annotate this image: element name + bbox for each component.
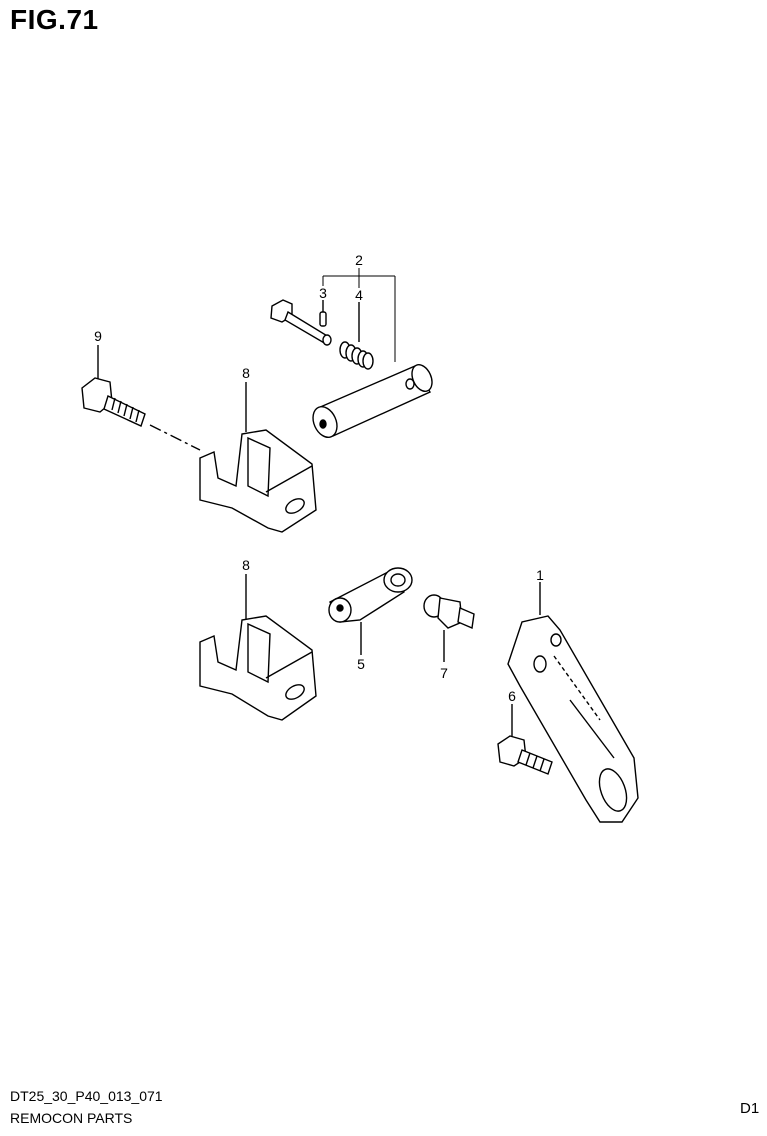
callout-7: 7 — [440, 665, 448, 681]
part-2-group-bracket — [322, 268, 396, 362]
part-5-link[interactable] — [328, 567, 413, 655]
callout-3: 3 — [319, 285, 327, 301]
part-7-ball-joint[interactable] — [423, 594, 475, 662]
callout-5: 5 — [357, 656, 365, 672]
figure-name: REMOCON PARTS — [10, 1110, 133, 1126]
callout-9: 9 — [94, 328, 102, 344]
part-4-spring[interactable] — [339, 302, 374, 370]
figure-title: FIG.71 — [10, 4, 99, 35]
shaft-pin[interactable] — [270, 299, 332, 346]
part-1-arm[interactable] — [507, 582, 639, 823]
callout-4: 4 — [355, 287, 363, 303]
part-9-bolt[interactable] — [81, 345, 201, 451]
part-2-shaft[interactable] — [308, 362, 435, 442]
part-8-bracket-upper[interactable] — [199, 382, 317, 533]
callout-8-lower: 8 — [242, 557, 250, 573]
callout-1: 1 — [536, 567, 544, 583]
callout-2: 2 — [355, 252, 363, 268]
part-8-bracket-lower[interactable] — [199, 574, 317, 721]
callout-6: 6 — [508, 688, 516, 704]
part-6-bolt[interactable] — [497, 704, 553, 775]
part-3-pin[interactable] — [319, 300, 327, 327]
drawing-code: DT25_30_P40_013_071 — [10, 1088, 163, 1104]
corner-tag: D1 — [740, 1100, 760, 1117]
callout-8-upper: 8 — [242, 365, 250, 381]
